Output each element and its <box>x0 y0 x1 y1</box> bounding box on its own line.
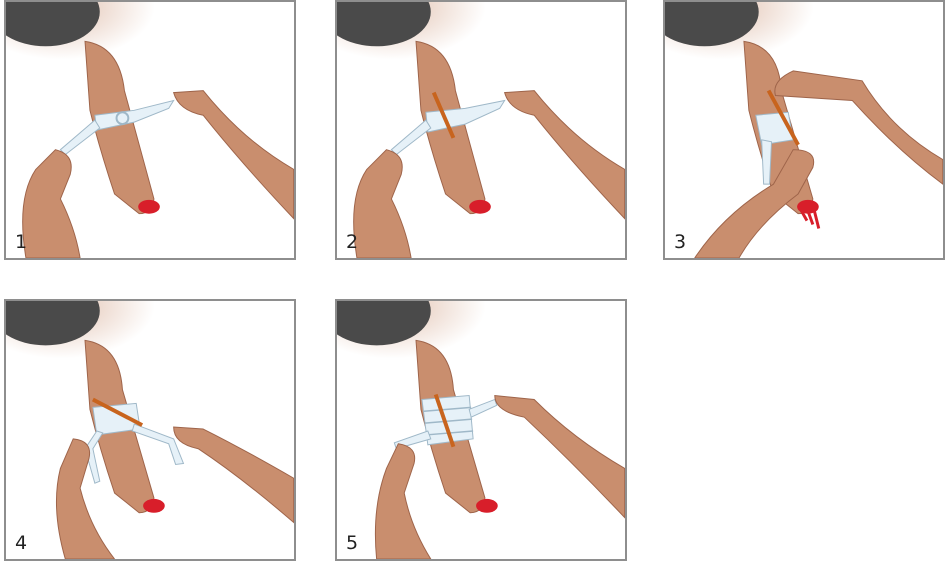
wound-icon <box>476 499 498 513</box>
tourniquet-illustration-2 <box>337 2 625 258</box>
step-number: 2 <box>346 233 358 252</box>
step-number: 4 <box>15 534 27 553</box>
helper-right-hand-icon <box>505 91 625 219</box>
tourniquet-illustration-1 <box>6 2 294 258</box>
tourniquet-illustration-3 <box>665 2 943 258</box>
helper-left-hand-icon <box>23 150 80 258</box>
step-panel-1: 1 <box>4 0 296 260</box>
wound-icon <box>797 200 819 214</box>
step-panel-3: 3 <box>663 0 945 260</box>
wound-icon <box>138 200 160 214</box>
step-number: 5 <box>346 534 358 553</box>
step-panel-4: 4 <box>4 299 296 561</box>
helper-right-hand-icon <box>174 91 294 219</box>
step-panel-5: 5 <box>335 299 627 561</box>
helper-left-hand-icon <box>375 444 430 559</box>
wound-icon <box>469 200 491 214</box>
helper-right-hand-icon <box>495 396 625 518</box>
tourniquet-illustration-5 <box>337 301 625 559</box>
helper-right-hand-icon <box>174 427 294 523</box>
wound-icon <box>143 499 165 513</box>
helper-left-hand-icon <box>354 150 411 258</box>
step-panel-2: 2 <box>335 0 627 260</box>
step-number: 3 <box>674 233 686 252</box>
step-number: 1 <box>15 233 27 252</box>
tourniquet-illustration-4 <box>6 301 294 559</box>
